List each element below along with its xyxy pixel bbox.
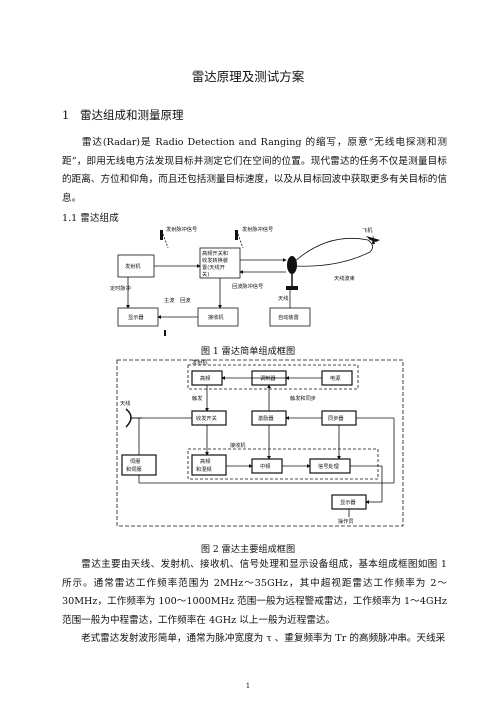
paragraph-composition-text: 雷达主要由天线、发射机、接收机、信号处理和显示设备组成，基本组成框图如图 1 所… (62, 559, 447, 626)
paragraph-intro: 雷达(Radar)是 Radio Detection and Ranging 的… (62, 134, 447, 208)
fig1-duplexer-line2: 收发转换装 (202, 256, 228, 264)
paragraph-composition: 雷达主要由天线、发射机、接收机、信号处理和显示设备组成，基本组成框图如图 1 所… (62, 556, 447, 630)
fig1-antenna-label: 天线 (278, 294, 288, 302)
fig1-duplexer-line1: 高频开关和 (202, 249, 228, 257)
antenna-beam (293, 237, 373, 267)
aircraft-icon (366, 235, 380, 244)
figure-1-radar-simple-block-diagram: 发射机 发射脉冲信号 发射脉冲信号 高频开关和 收发转换装 置(天线开 关) 飞… (110, 225, 380, 336)
fig1-tx-pulse-label-b: 发射脉冲信号 (242, 225, 273, 233)
fig2-transmitter-group-label: 发射机 (192, 358, 208, 366)
fig1-aircraft-label: 飞机 (362, 226, 373, 234)
fig1-beam-label: 天线波束 (334, 274, 355, 282)
fig2-receiver-label: 接收机 (230, 441, 246, 449)
document-title: 雷达原理及测试方案 (191, 69, 305, 84)
figure-2-radar-main-block-diagram: 发射机 高频 调制器 电源 天线 触发 触发和同步 收发开关 激励器 同步器 接… (116, 358, 404, 527)
page-number: 1 (245, 682, 251, 690)
fig1-echo-label: 回波 (180, 296, 191, 304)
fig1-transmitter-label: 发射机 (125, 262, 141, 270)
transmitter-group-frame (187, 364, 359, 390)
fig2-rf-line2: 和混频 (196, 465, 212, 473)
fig1-servo-label: 自动装置 (278, 313, 299, 321)
fig1-timing-label: 定时脉冲 (110, 284, 131, 292)
fig2-hf-label: 高频 (200, 374, 211, 382)
fig2-operator-label: 操作员 (338, 517, 354, 525)
fig2-duplexer-label: 收发开关 (196, 414, 217, 422)
fig1-duplexer-line4: 关) (202, 270, 209, 278)
fig1-display-label: 显示器 (128, 314, 144, 321)
section-heading-1: 1 雷达组成和测量原理 (62, 107, 184, 123)
pulse-signal-icon (160, 230, 238, 336)
fig1-duplexer-line3: 置(天线开 (202, 263, 225, 271)
outer-dashed-frame (116, 359, 404, 527)
paragraph-legacy-radar: 老式雷达发射波形简单，通常为脉冲宽度为 τ 、重复频率为 Tr 的高频脉冲串。天… (62, 630, 447, 649)
fig1-receiver-label: 接收机 (208, 313, 224, 321)
section-number: 1 (62, 108, 70, 122)
fig2-synchronizer-label: 同步器 (328, 415, 344, 422)
paragraph-legacy-radar-text: 老式雷达发射波形简单，通常为脉冲宽度为 τ 、重复频率为 Tr 的高频脉冲串。天… (81, 633, 446, 644)
fig2-modulator-label: 调制器 (260, 374, 276, 382)
fig2-sync-label: 触发和同步 (290, 394, 316, 402)
fig2-sp-label: 信号处理 (318, 462, 340, 470)
fig2-servo-line2: 和伺服 (126, 465, 142, 473)
fig1-main-wave-label: 主波 (164, 296, 175, 304)
figure-2-caption: 图 2 雷达主要组成框图 (200, 544, 296, 555)
receiver-group-frame (187, 448, 379, 480)
figure-1-caption: 图 1 雷达简单组成框图 (200, 346, 296, 357)
fig2-rf-line1: 高频 (200, 457, 211, 465)
paragraph-intro-text: 雷达(Radar)是 Radio Detection and Ranging 的… (62, 137, 447, 204)
fig2-power-label: 电源 (330, 374, 341, 382)
antenna-dish-icon (125, 408, 142, 428)
rf-box (191, 454, 227, 476)
antenna-dish-icon (286, 256, 298, 290)
fig1-echo-signal-label: 回波脉冲信号 (232, 282, 263, 290)
fig1-tx-pulse-label-a: 发射脉冲信号 (166, 225, 197, 233)
subsection-heading: 1.1 雷达组成 (62, 213, 119, 224)
fig2-display-label: 显示器 (340, 499, 356, 506)
fig2-servo-line1: 伺服 (130, 457, 141, 465)
fig2-if-label: 中频 (260, 462, 271, 470)
fig2-trigger-label: 触发 (192, 394, 202, 402)
fig2-antenna-label: 天线 (120, 399, 130, 407)
fig2-exciter-label: 激励器 (258, 414, 274, 422)
section-title: 雷达组成和测量原理 (80, 108, 184, 122)
